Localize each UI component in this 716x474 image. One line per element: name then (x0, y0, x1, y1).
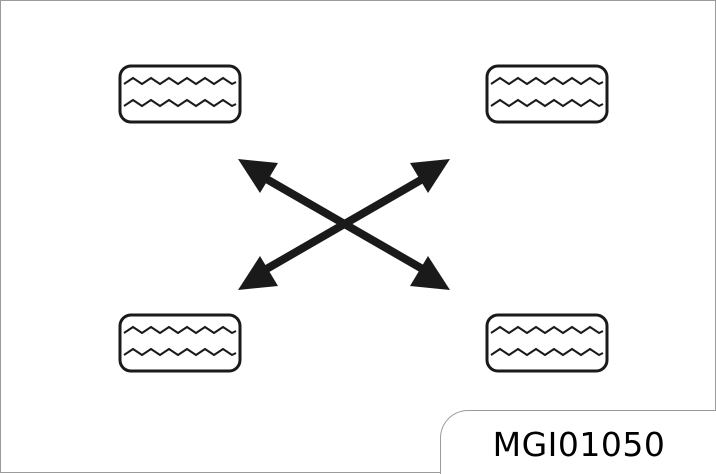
arrow-head-rear-right (410, 256, 450, 290)
tire-rear-right (485, 313, 609, 373)
figure-code-tab: MGI01050 (440, 410, 716, 474)
tire-rear-left (118, 313, 242, 373)
arrow-head-front-left (238, 159, 278, 193)
arrow-front-right-to-rear-left (238, 159, 450, 290)
arrow-head-front-right (410, 159, 450, 193)
tire-front-left (118, 64, 242, 124)
figure-code: MGI01050 (492, 425, 666, 464)
arrow-head-rear-left (238, 256, 278, 290)
tire-front-right (485, 64, 609, 124)
